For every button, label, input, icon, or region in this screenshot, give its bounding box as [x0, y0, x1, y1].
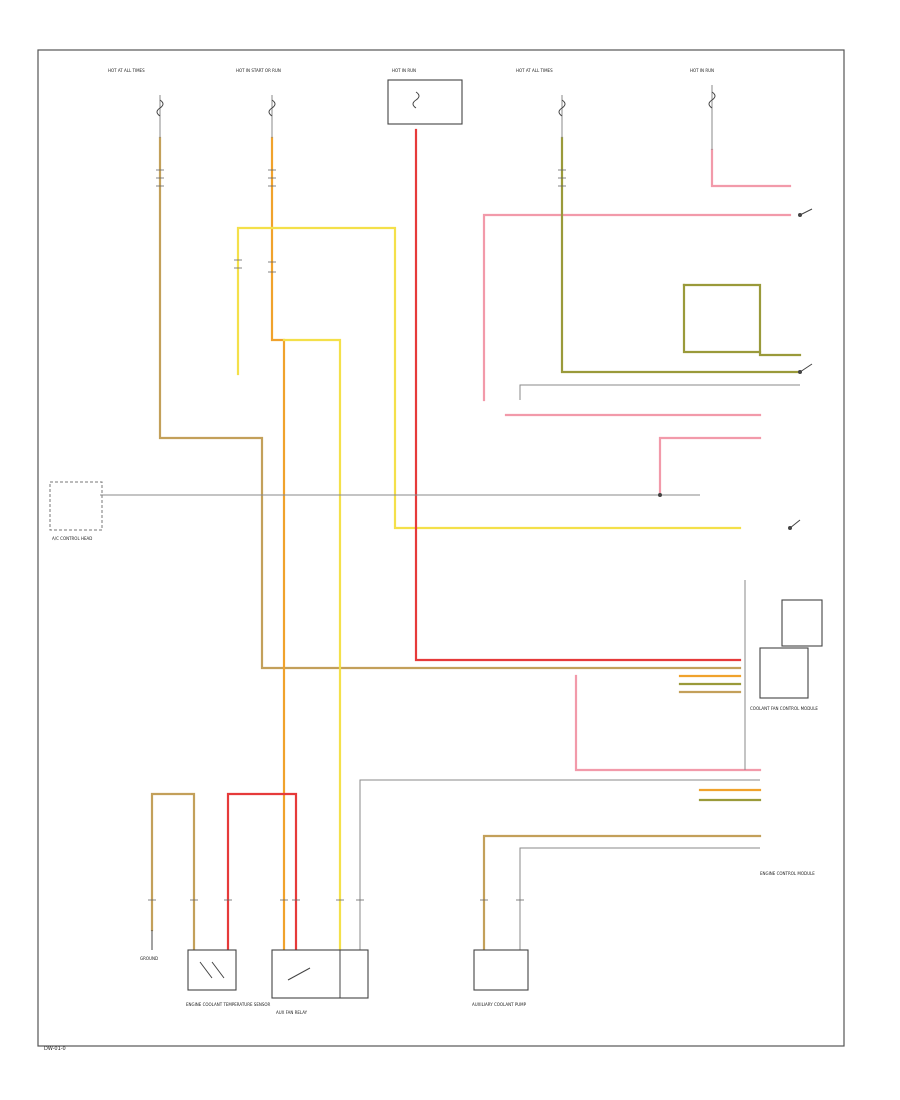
- fuse-c-label: HOT IN RUN: [392, 68, 416, 73]
- wires: [100, 128, 802, 952]
- wire-olive-1: [560, 136, 802, 374]
- aux-pump-box: [187, 949, 237, 991]
- connector-ticks: [148, 169, 566, 901]
- wire-red-1: [414, 128, 742, 662]
- wire-gray-4: [519, 847, 760, 950]
- fan-box: [781, 599, 823, 647]
- wire-yellow-2: [270, 226, 742, 530]
- cooling-module-label: COOLANT FAN CONTROL MODULE: [750, 706, 818, 711]
- fuse-c-box: [387, 79, 463, 125]
- fuse-b: HOT IN START OR RUN: [236, 68, 281, 138]
- fuse-c: HOT IN RUN: [387, 68, 463, 125]
- wire-yellow-3: [282, 338, 342, 952]
- fan-relay-box: [271, 949, 369, 999]
- fan-relay-label: AUX FAN RELAY: [276, 1010, 308, 1015]
- components: A/C CONTROL HEAD COOLANT FAN CONTROL MOD…: [49, 208, 823, 1015]
- fuse-d: HOT AT ALL TIMES: [516, 68, 566, 138]
- fuse-e-label: HOT IN RUN: [690, 68, 714, 73]
- ac-control-label: A/C CONTROL HEAD: [52, 536, 92, 541]
- fuse-blocks: HOT AT ALL TIMES HOT IN START OR RUN HOT…: [108, 68, 716, 150]
- ground-label: GROUND: [140, 956, 158, 961]
- fuse-a: HOT AT ALL TIMES: [108, 68, 164, 138]
- temp-sensor-box: [473, 949, 529, 991]
- wire-pink-4: [710, 148, 792, 188]
- ac-control-box: [49, 481, 103, 531]
- fuse-d-label: HOT AT ALL TIMES: [516, 68, 553, 73]
- wire-orange-1: [270, 136, 286, 952]
- wire-tan-3: [150, 792, 196, 952]
- diagram-border: [37, 49, 845, 1047]
- wire-tan-1: [158, 136, 742, 670]
- wire-yellow-1: [236, 226, 274, 376]
- wire-pink-3: [658, 436, 762, 497]
- wire-tan-2: [482, 834, 762, 952]
- fuse-b-label: HOT IN START OR RUN: [236, 68, 281, 73]
- ecm-label: ENGINE CONTROL MODULE: [760, 871, 815, 876]
- figure-id: DW-01-0: [44, 1046, 66, 1052]
- wire-olive-3: [682, 283, 762, 354]
- cooling-module-box: [759, 647, 809, 699]
- wire-pink-5: [574, 674, 762, 772]
- temp-sensor-label: AUXILIARY COOLANT PUMP: [472, 1002, 527, 1007]
- wire-pink-1: [482, 213, 792, 402]
- wire-olive-2: [682, 283, 802, 357]
- fuse-a-label: HOT AT ALL TIMES: [108, 68, 145, 73]
- wire-gray-1: [519, 384, 800, 400]
- fuse-e: HOT IN RUN: [690, 68, 716, 150]
- wire-gray-3: [359, 779, 760, 950]
- wire-red-2: [226, 792, 298, 952]
- aux-pump-label: ENGINE COOLANT TEMPERATURE SENSOR: [186, 1002, 271, 1007]
